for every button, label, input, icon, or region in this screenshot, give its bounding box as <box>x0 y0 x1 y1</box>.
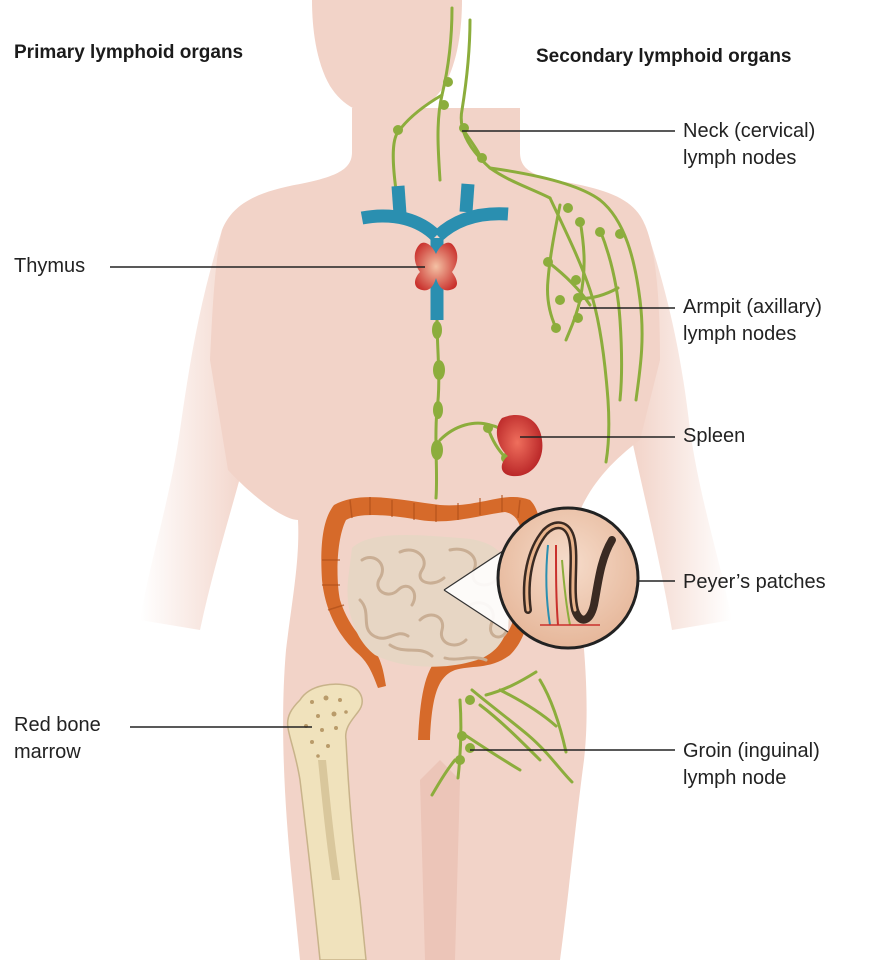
bone-marrow-label-line2: marrow <box>14 741 81 763</box>
spleen-label: Spleen <box>683 425 746 447</box>
femur-bone <box>286 683 367 961</box>
blue-vessels <box>360 183 509 320</box>
armpit-lymph-nodes-label: Armpit (axillary) lymph nodes <box>683 294 822 348</box>
small-intestine <box>347 535 513 667</box>
peyers-patches-label: Peyer’s patches <box>683 571 826 593</box>
lymph-nodes <box>393 77 625 765</box>
spleen-organ <box>496 414 543 477</box>
leader-lines <box>110 130 675 751</box>
armpit-label-line1: Armpit (axillary) <box>683 296 822 318</box>
neck-label-line1: Neck (cervical) <box>683 120 816 142</box>
thymus-organ <box>414 242 458 291</box>
primary-lymphoid-heading: Primary lymphoid organs <box>14 42 244 63</box>
peyers-zoom-callout <box>443 506 640 650</box>
neck-label-line2: lymph nodes <box>683 147 797 169</box>
groin-label-line1: Groin (inguinal) <box>683 740 820 762</box>
armpit-label-line2: lymph nodes <box>683 323 797 345</box>
thymus-label: Thymus <box>14 255 86 277</box>
bone-marrow-label-line1: Red bone <box>14 714 101 736</box>
red-bone-marrow-label: Red bone marrow <box>14 712 101 766</box>
thoracic-duct <box>431 321 445 460</box>
groin-label-line2: lymph node <box>683 767 787 789</box>
secondary-lymphoid-heading: Secondary lymphoid organs <box>536 46 792 67</box>
neck-lymph-nodes-label: Neck (cervical) lymph nodes <box>683 118 815 172</box>
groin-lymph-node-label: Groin (inguinal) lymph node <box>683 738 820 792</box>
